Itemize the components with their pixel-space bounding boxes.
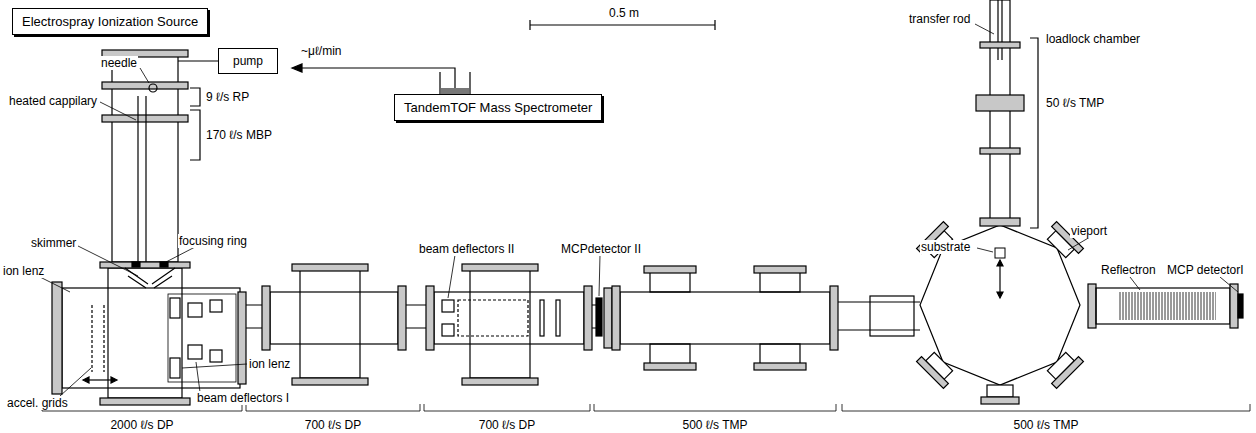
- part-label: beam deflectors II: [418, 242, 515, 256]
- part-label: MCP detectorI: [1166, 263, 1244, 277]
- part-label: ion lenz: [2, 264, 45, 278]
- part-label: vieport: [1070, 224, 1108, 238]
- part-label: heated cappilary: [8, 94, 98, 108]
- title-box: pump: [218, 48, 278, 74]
- part-label: 50 ℓ/s TMP: [1045, 96, 1105, 110]
- part-label: ion lenz: [248, 357, 291, 371]
- part-label: accel. grids: [6, 396, 69, 410]
- title-box: Electrospray Ionization Source: [12, 8, 208, 35]
- part-label: MCPdetector II: [560, 242, 642, 256]
- part-label: beam deflectors I: [196, 391, 290, 405]
- box-text: TandemTOF Mass Spectrometer: [404, 100, 592, 115]
- part-label: 9 ℓ/s RP: [205, 90, 250, 104]
- part-label: 700 ℓ/s DP: [478, 418, 537, 432]
- part-label: 170 ℓ/s MBP: [205, 128, 273, 142]
- box-text: Electrospray Ionization Source: [22, 14, 198, 29]
- part-label: ~μℓ/min: [300, 44, 342, 58]
- box-text: pump: [233, 54, 263, 68]
- part-label: substrate: [920, 240, 971, 254]
- part-label: 500 ℓ/s TMP: [681, 418, 748, 432]
- title-box: TandemTOF Mass Spectrometer: [394, 94, 602, 121]
- part-label: 700 ℓ/s DP: [304, 418, 363, 432]
- part-label: needle: [100, 56, 138, 70]
- part-label: 500 ℓ/s TMP: [1012, 418, 1079, 432]
- part-label: loadlock chamber: [1045, 32, 1141, 46]
- part-label: focusing ring: [178, 234, 248, 248]
- part-label: 0.5 m: [608, 6, 640, 20]
- part-label: skimmer: [30, 236, 77, 250]
- part-label: Reflectron: [1100, 263, 1157, 277]
- part-label: 2000 ℓ/s DP: [109, 418, 174, 432]
- part-label: transfer rod: [908, 12, 971, 26]
